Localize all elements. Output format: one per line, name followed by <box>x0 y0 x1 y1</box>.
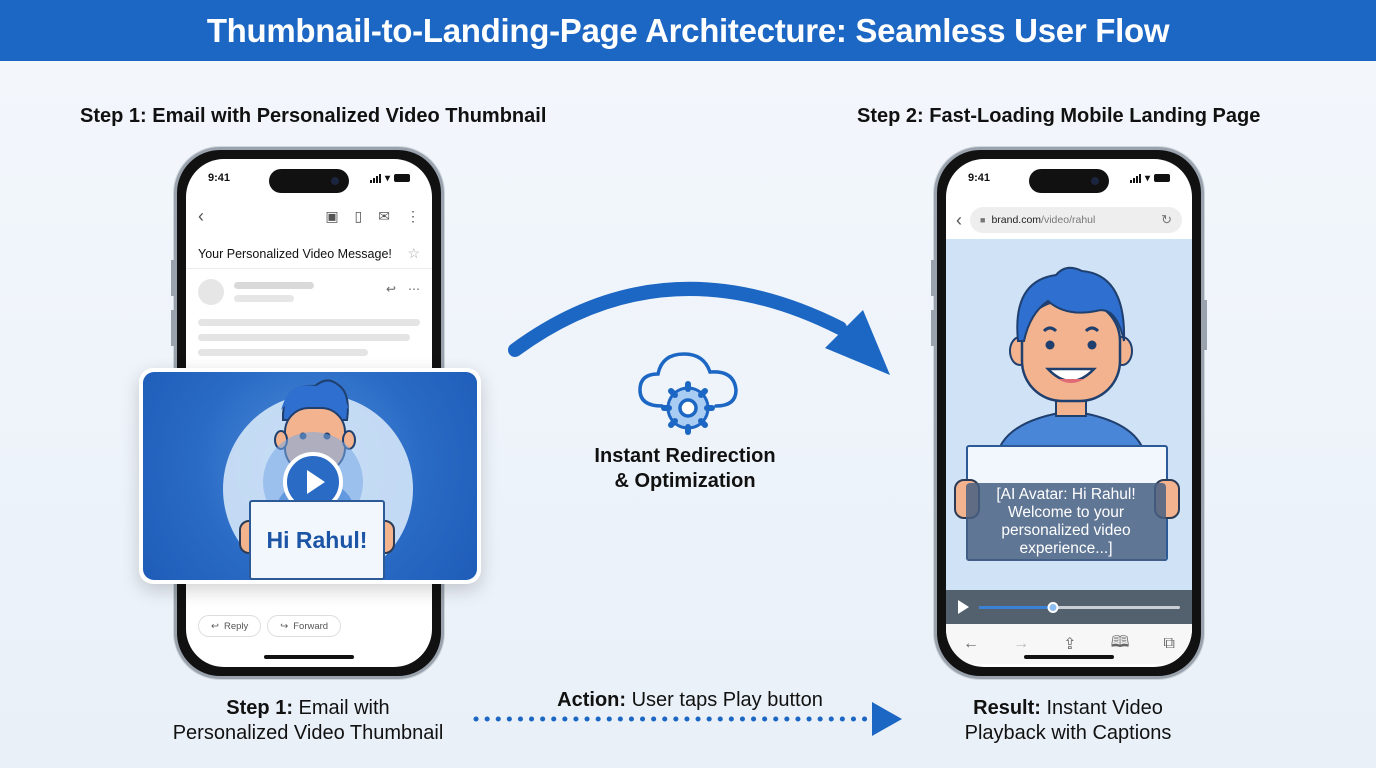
forward-arrow-icon[interactable]: → <box>1013 635 1030 652</box>
status-time: 9:41 <box>968 172 991 184</box>
back-chevron-icon[interactable]: ‹ <box>198 206 204 226</box>
status-icons: ▾ <box>1129 172 1170 184</box>
tabs-icon[interactable]: ⧉ <box>1163 635 1175 652</box>
progress-knob[interactable] <box>1047 601 1059 613</box>
dotted-arrow <box>473 702 902 736</box>
wifi-icon: ▾ <box>1144 172 1150 184</box>
sender-row: ↩ ⋯ <box>198 279 420 309</box>
player-controls <box>946 590 1192 624</box>
cloud-gear-icon <box>638 352 738 435</box>
reply-actions: ↩ Reply ↪ Forward <box>198 615 342 637</box>
status-bar: 9:41 ▾ <box>968 172 1170 184</box>
step1-caption-rest: Email with <box>292 697 390 719</box>
greeting-sign: Hi Rahul! <box>249 500 385 580</box>
share-icon[interactable]: ⇪ <box>1063 636 1077 653</box>
placeholder-line <box>234 282 314 289</box>
dynamic-island <box>269 169 349 193</box>
back-chevron-icon[interactable]: ‹ <box>956 210 962 230</box>
more-horizontal-icon[interactable]: ⋯ <box>408 282 420 296</box>
email-subject-row: Your Personalized Video Message! ☆ <box>198 245 420 262</box>
mail-icon[interactable]: ✉ <box>378 208 390 224</box>
phone-side-button <box>931 310 934 346</box>
step1-caption: Step 1: Email with Personalized Video Th… <box>158 696 458 746</box>
battery-icon <box>394 174 410 182</box>
video-thumbnail[interactable]: Hi Rahul! <box>139 368 481 584</box>
step1-caption-bold: Step 1: <box>226 697 293 719</box>
browser-url-bar: ‹ ■ brand.com/video/rahul ↻ <box>956 207 1182 233</box>
sender-avatar <box>198 279 224 305</box>
battery-icon <box>1154 174 1170 182</box>
body-placeholder-line <box>198 349 368 356</box>
progress-fill <box>979 605 1054 609</box>
action-caption-bold: Action: <box>557 689 627 711</box>
divider <box>186 268 432 269</box>
landing-phone: 9:41 ▾ ‹ ■ brand.com/video/rahul ↻ <box>931 147 1207 679</box>
more-vertical-icon[interactable]: ⋮ <box>406 208 420 224</box>
redirection-label-line2: & Optimization <box>614 470 756 492</box>
reply-button[interactable]: ↩ Reply <box>198 615 262 637</box>
forward-icon: ↪ <box>280 620 289 632</box>
home-indicator <box>1024 655 1114 659</box>
reply-icon: ↩ <box>211 620 219 632</box>
wifi-icon: ▾ <box>384 172 390 184</box>
sender-actions: ↩ ⋯ <box>386 282 420 296</box>
reload-icon[interactable]: ↻ <box>1161 212 1172 227</box>
bookmarks-icon[interactable]: 🕮 <box>1110 633 1130 651</box>
play-icon[interactable] <box>958 600 969 614</box>
status-icons: ▾ <box>369 172 410 184</box>
email-subject: Your Personalized Video Message! <box>198 246 392 261</box>
placeholder-line <box>234 295 294 302</box>
back-arrow-icon[interactable]: ← <box>963 635 980 652</box>
signal-icon <box>369 173 381 183</box>
forward-label: Forward <box>293 620 329 632</box>
body-placeholder-line <box>198 334 410 341</box>
result-caption-rest: Instant Video <box>1040 697 1163 719</box>
step1-title: Step 1: Email with Personalized Video Th… <box>80 105 547 127</box>
action-caption: Action: User taps Play button <box>530 688 850 713</box>
url-path: /video/rahul <box>1041 214 1096 226</box>
forward-button[interactable]: ↪ Forward <box>267 615 342 637</box>
star-icon[interactable]: ☆ <box>407 245 420 261</box>
phone-side-button <box>171 260 174 296</box>
body-placeholder-line <box>198 319 420 326</box>
url-field[interactable]: ■ brand.com/video/rahul ↻ <box>970 207 1182 233</box>
result-caption-line2: Playback with Captions <box>964 722 1172 744</box>
landing-screen: 9:41 ▾ ‹ ■ brand.com/video/rahul ↻ <box>946 159 1192 667</box>
progress-slider[interactable] <box>979 601 1180 613</box>
video-caption: [AI Avatar: Hi Rahul! Welcome to your pe… <box>966 483 1166 561</box>
title-banner: Thumbnail-to-Landing-Page Architecture: … <box>0 0 1376 61</box>
step1-caption-line2: Personalized Video Thumbnail <box>172 722 444 744</box>
thumbnail-image: Hi Rahul! <box>143 372 477 580</box>
reply-icon[interactable]: ↩ <box>385 282 396 296</box>
reply-label: Reply <box>223 620 249 632</box>
phone-side-button <box>1204 300 1207 350</box>
redirection-label-line1: Instant Redirection <box>594 445 776 467</box>
video-player[interactable]: [AI Avatar: Hi Rahul! Welcome to your pe… <box>946 239 1192 624</box>
phone-side-button <box>931 260 934 296</box>
status-time: 9:41 <box>208 172 231 184</box>
step2-title: Step 2: Fast-Loading Mobile Landing Page <box>857 105 1261 127</box>
trash-icon[interactable]: ▯ <box>354 208 363 224</box>
phone-side-button <box>171 310 174 346</box>
status-bar: 9:41 ▾ <box>208 172 410 184</box>
lock-icon: ■ <box>980 215 986 225</box>
dynamic-island <box>1029 169 1109 193</box>
mail-toolbar: ‹ ▣ ▯ ✉ ⋮ <box>198 207 420 225</box>
signal-icon <box>1129 173 1141 183</box>
ai-avatar-illustration <box>994 266 1148 461</box>
home-indicator <box>264 655 354 659</box>
url-domain: brand.com <box>991 214 1042 226</box>
result-caption-bold: Result: <box>973 697 1041 719</box>
redirection-label: Instant Redirection & Optimization <box>560 444 810 494</box>
archive-icon[interactable]: ▣ <box>325 208 339 224</box>
curved-arrow <box>508 281 890 375</box>
result-caption: Result: Instant Video Playback with Capt… <box>948 696 1188 746</box>
page-title: Thumbnail-to-Landing-Page Architecture: … <box>206 11 1170 49</box>
action-caption-rest: User taps Play button <box>626 689 823 711</box>
